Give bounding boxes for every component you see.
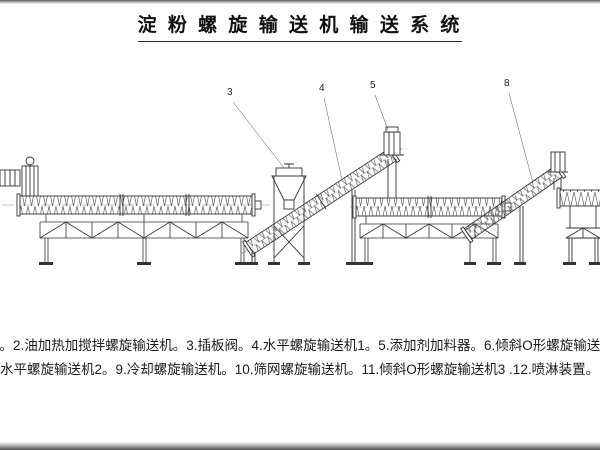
far-right-conveyor	[556, 187, 600, 265]
legend-line-2: 水平螺旋输送机2。9.冷却螺旋输送机。10.筛网螺旋输送机。11.倾斜O形螺旋输…	[0, 362, 600, 377]
page-edge-top	[0, 0, 600, 4]
discharge-chute-2	[553, 178, 562, 190]
legend-line-1: 1。2.油加热加搅拌螺旋输送机。3.插板阀。4.水平螺旋输送机1。5.添加剂加料…	[0, 338, 600, 353]
title-bar: 淀 粉 螺 旋 输 送 机 输 送 系 统	[0, 10, 600, 42]
hopper-feeder-valve	[268, 163, 310, 265]
left-conveyor-drive-motor	[0, 156, 39, 197]
inclined-conveyor-1-drive-motor	[380, 126, 404, 156]
callout-3: 3	[227, 87, 233, 98]
page-title: 淀 粉 螺 旋 输 送 机 输 送 系 统	[137, 10, 463, 42]
left-horizontal-conveyor	[16, 193, 262, 217]
left-support-truss	[39, 214, 249, 265]
callout-leader-lines	[232, 92, 534, 184]
page-edge-bottom	[0, 442, 600, 450]
system-drawing	[0, 92, 600, 265]
callout-5: 5	[370, 80, 376, 91]
callout-4: 4	[319, 83, 325, 94]
discharge-chute-1	[387, 159, 397, 198]
callout-8: 8	[504, 78, 510, 89]
inclined-conveyor-2-drive-motor	[548, 151, 568, 173]
